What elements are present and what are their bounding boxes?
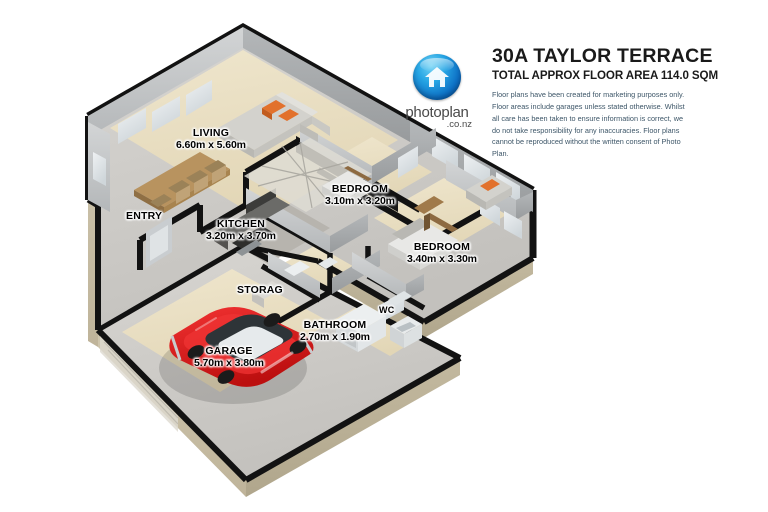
room-name: BEDROOM [413,241,471,253]
room-name: LIVING [192,127,230,139]
room-label-living: LIVING 6.60m x 5.60m [176,127,246,152]
room-label-bedroom-1: BEDROOM 3.10m x 3.20m [325,183,395,208]
room-name: GARAGE [205,345,253,357]
logo-tld: .co.nz [446,119,472,130]
room-name: KITCHEN [216,218,265,230]
room-label-wc: WC [379,305,394,315]
room-name: WC [379,305,395,315]
header-text-block: 30A TAYLOR TERRACE TOTAL APPROX FLOOR AR… [492,44,718,160]
room-name: BATHROOM [303,319,367,331]
room-dims: 3.10m x 3.20m [325,194,395,207]
entry-door [146,216,172,268]
room-label-kitchen: KITCHEN 3.20m x 3.70m [206,218,276,243]
header: photoplan .co.nz 30A TAYLOR TERRACE TOTA… [396,44,718,158]
room-label-storage: STORAG [237,284,283,297]
house-badge-icon [413,54,461,100]
house-icon [425,67,449,87]
floor-area-line: TOTAL APPROX FLOOR AREA 114.0 SQM [492,69,719,83]
room-dims: 5.70m x 3.80m [194,356,264,369]
logo-wordmark: photoplan [405,104,469,121]
photoplan-logo[interactable]: photoplan .co.nz [396,44,478,130]
disclaimer-text: Floor plans have been created for market… [492,90,685,159]
page-title: 30A TAYLOR TERRACE [492,45,713,67]
room-name: STORAG [237,284,283,296]
garage-door [100,336,179,432]
room-dims: 2.70m x 1.90m [300,330,370,343]
room-label-bedroom-2: BEDROOM 3.40m x 3.30m [407,241,477,266]
bathroom-fixtures [284,257,412,305]
room-label-garage: GARAGE 5.70m x 3.80m [194,345,264,370]
room-dims: 6.60m x 5.60m [176,138,246,151]
room-name: BEDROOM [331,183,389,195]
room-name: ENTRY [126,210,163,222]
room-dims: 3.20m x 3.70m [206,229,276,242]
room-label-bathroom: BATHROOM 2.70m x 1.90m [300,319,370,344]
room-dims: 3.40m x 3.30m [407,252,477,265]
room-label-entry: ENTRY [126,210,163,223]
